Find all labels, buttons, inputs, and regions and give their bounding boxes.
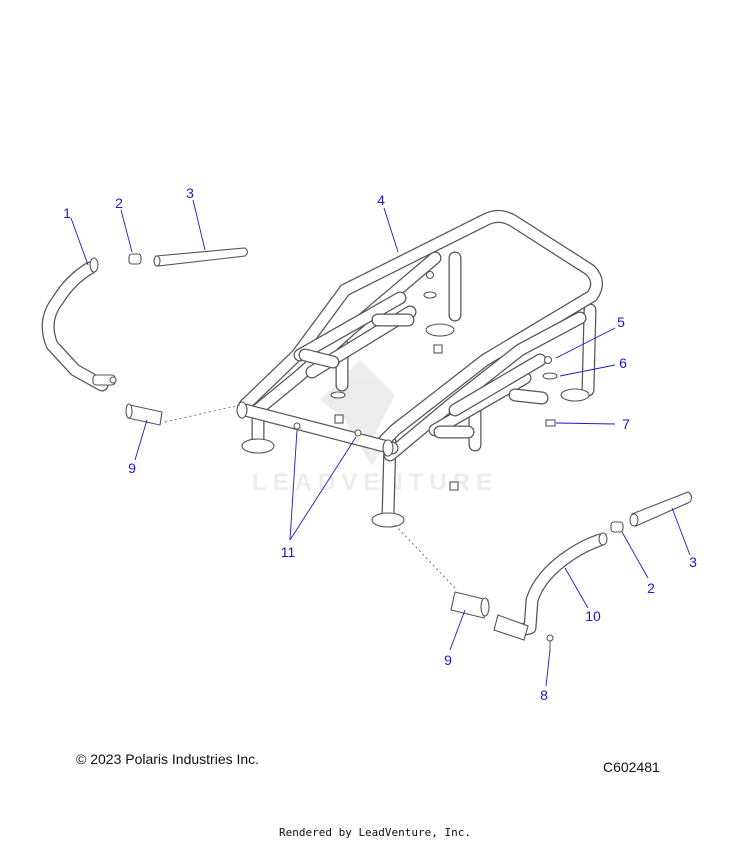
rendered-by-credit: Rendered by LeadVenture, Inc. (278, 826, 472, 839)
callout-7: 7 (622, 416, 630, 432)
callout-9-right: 9 (444, 652, 452, 668)
bolt-7 (545, 419, 556, 427)
watermark-text: LEADVENTURE (252, 469, 498, 496)
rack-hardware (293, 270, 558, 491)
callout-9-left: 9 (128, 460, 136, 476)
copyright-notice: © 2023 Polaris Industries Inc. (76, 751, 260, 767)
grip-3-left (155, 247, 249, 267)
washer-6 (542, 372, 558, 380)
nut-11-right (354, 429, 362, 437)
cap-2-left (128, 253, 142, 265)
cap-2-right (610, 521, 624, 533)
right-handle-assembly (450, 491, 693, 652)
callout-10: 10 (585, 608, 601, 624)
callout-6: 6 (619, 355, 627, 371)
callout-4: 4 (377, 192, 385, 208)
callout-1: 1 (63, 205, 71, 221)
callout-2-right: 2 (647, 580, 655, 596)
grip-3-right (631, 491, 693, 527)
left-handle-assembly (41, 247, 249, 426)
callout-3-right: 3 (689, 554, 697, 570)
leader-lines (70, 199, 691, 687)
callout-5: 5 (617, 314, 625, 330)
rack-frame (236, 210, 603, 528)
nut-11-left (293, 422, 301, 430)
callout-8: 8 (540, 687, 548, 703)
sleeve-9-right (450, 591, 489, 619)
figure-id: C602481 (603, 759, 660, 775)
callout-2-left: 2 (115, 195, 123, 211)
bolt-8 (546, 634, 554, 642)
callout-3-left: 3 (186, 185, 194, 201)
callout-11: 11 (280, 544, 296, 560)
sleeve-9-left (127, 404, 163, 426)
